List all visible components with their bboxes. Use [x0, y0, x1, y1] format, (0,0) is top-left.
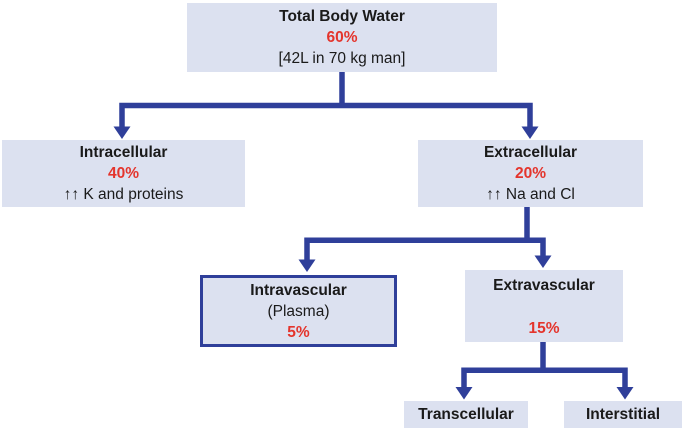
node-transcellular: Transcellular	[404, 401, 528, 428]
node-title: Extravascular	[493, 277, 595, 294]
arrow-down-intracellular	[113, 126, 131, 139]
node-note: ↑↑ Na and Cl	[486, 186, 575, 203]
node-title: Extracellular	[483, 144, 578, 161]
node-value: 15%	[528, 320, 560, 337]
node-extracellular: Extracellular 20% ↑↑ Na and Cl	[418, 140, 643, 207]
node-intracellular: Intracellular 40% ↑↑ K and proteins	[2, 140, 245, 207]
node-extravascular: Extravascular 15%	[465, 270, 623, 342]
node-intravascular: Intravascular (Plasma) 5%	[200, 275, 397, 347]
arrow-down-intravascular	[298, 259, 316, 272]
node-title: Intravascular	[250, 281, 347, 299]
node-value: 5%	[287, 323, 310, 341]
node-note: [42L in 70 kg man]	[278, 50, 406, 67]
arrow-down-extracellular	[521, 126, 539, 139]
node-interstitial: Interstitial	[564, 401, 682, 428]
node-subtitle: (Plasma)	[267, 302, 330, 320]
node-value: 40%	[107, 165, 140, 182]
edge-tbw-to-children	[113, 72, 539, 139]
node-title: Transcellular	[418, 406, 514, 423]
edge-extravascular-to-children	[455, 342, 634, 400]
edge-extracellular-to-children	[298, 207, 552, 272]
arrow-down-extravascular	[534, 255, 552, 268]
arrow-down-interstitial	[616, 387, 634, 400]
node-title: Interstitial	[585, 406, 661, 423]
node-title: Total Body Water	[279, 8, 405, 25]
node-value: 20%	[514, 165, 547, 182]
node-total-body-water: Total Body Water 60% [42L in 70 kg man]	[187, 3, 497, 72]
node-title: Intracellular	[79, 144, 168, 161]
node-value: 60%	[326, 29, 358, 46]
node-note: ↑↑ K and proteins	[63, 186, 184, 203]
arrow-down-transcellular	[455, 387, 473, 400]
